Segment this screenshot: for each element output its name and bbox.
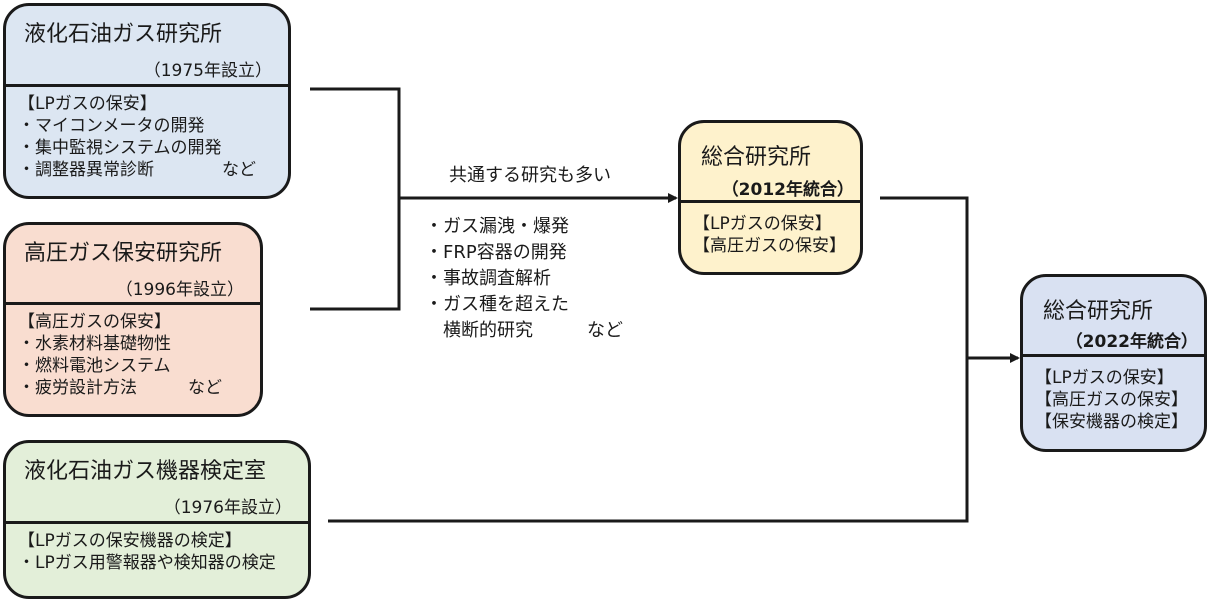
content-line: 【LPガスの保安】 <box>1035 368 1174 388</box>
list-item: ・FRP容器の開発 <box>425 242 567 263</box>
box-content: 【LPガスの保安機器の検定】 ・LPガス用警報器や検知器の検定 <box>6 524 308 574</box>
content-line: 【高圧ガスの保安】 <box>18 312 171 332</box>
box-title: 総合研究所 <box>701 145 812 170</box>
content-line: ・調整器異常診断 など <box>18 160 256 180</box>
established-year: （2012年統合） <box>721 180 854 200</box>
list-item: 横断的研究 など <box>425 320 623 341</box>
merged-2012-box: 総合研究所 （2012年統合） 【LPガスの保安】 【高圧ガスの保安】 <box>678 120 863 275</box>
content-line: ・水素材料基礎物性 <box>18 334 171 354</box>
box-content: 【LPガスの保安】 【高圧ガスの保安】 <box>681 203 860 257</box>
content-line: 【保安機器の検定】 <box>1035 412 1188 432</box>
box-title: 液化石油ガス研究所 <box>24 22 223 47</box>
box-title: 液化石油ガス機器検定室 <box>24 459 267 484</box>
high-pressure-gas-lab-box: 高圧ガス保安研究所 （1996年設立） 【高圧ガスの保安】 ・水素材料基礎物性 … <box>3 222 263 417</box>
content-line: 【高圧ガスの保安】 <box>693 236 846 256</box>
content-line: 【高圧ガスの保安】 <box>1035 390 1188 410</box>
lpg-research-lab-box: 液化石油ガス研究所 （1975年設立） 【LPガスの保安】 ・マイコンメータの開… <box>3 3 291 199</box>
content-line: ・疲労設計方法 など <box>18 378 222 398</box>
content-line: ・集中監視システムの開発 <box>18 138 222 158</box>
box-content: 【LPガスの保安】 ・マイコンメータの開発 ・集中監視システムの開発 ・調整器異… <box>6 87 288 181</box>
established-year: （1996年設立） <box>115 280 244 300</box>
list-item: ・ガス種を超えた <box>425 294 569 315</box>
content-line: 【LPガスの保安】 <box>693 214 832 234</box>
inspection-lab-box: 液化石油ガス機器検定室 （1976年設立） 【LPガスの保安機器の検定】 ・LP… <box>3 440 311 599</box>
content-line: ・マイコンメータの開発 <box>18 116 205 136</box>
list-item: ・ガス漏洩・爆発 <box>425 216 569 237</box>
list-item: ・事故調査解析 <box>425 268 551 289</box>
content-line: ・LPガス用警報器や検知器の検定 <box>18 553 276 573</box>
established-year: （1976年設立） <box>163 498 292 518</box>
common-research-label: 共通する研究も多い <box>449 165 611 186</box>
box-title: 総合研究所 <box>1043 299 1154 324</box>
content-line: 【LPガスの保安機器の検定】 <box>18 531 242 551</box>
established-year: （1975年設立） <box>143 61 272 81</box>
box-content: 【高圧ガスの保安】 ・水素材料基礎物性 ・燃料電池システム ・疲労設計方法 など <box>6 305 260 399</box>
box-content: 【LPガスの保安】 【高圧ガスの保安】 【保安機器の検定】 <box>1023 357 1204 433</box>
content-line: ・燃料電池システム <box>18 356 171 376</box>
box-title: 高圧ガス保安研究所 <box>24 241 223 266</box>
merged-2022-box: 総合研究所 （2022年統合） 【LPガスの保安】 【高圧ガスの保安】 【保安機… <box>1020 274 1207 452</box>
common-research-list: ・ガス漏洩・爆発 ・FRP容器の開発 ・事故調査解析 ・ガス種を超えた 横断的研… <box>425 214 623 344</box>
content-line: 【LPガスの保安】 <box>18 94 157 114</box>
established-year: （2022年統合） <box>1065 332 1198 352</box>
